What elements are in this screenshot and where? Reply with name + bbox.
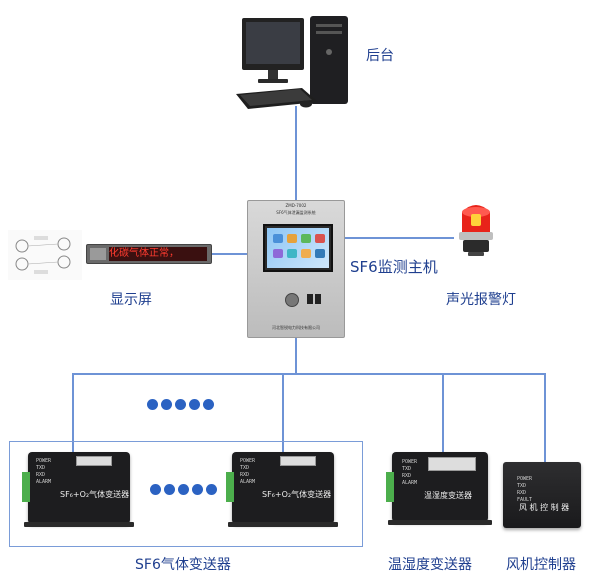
host-label: SF6监测主机 [350,258,438,276]
bus-drop-sf6-1 [72,373,74,453]
indicator-list: POWER TXD RXD FAULT [517,476,533,503]
alarm-light[interactable] [454,198,498,260]
host-bus-link [295,336,297,374]
backend-computer[interactable] [232,12,362,110]
fan-controller[interactable]: POWER TXD RXD FAULT 风 机 控 制 器 [503,462,581,528]
led-display-screen[interactable]: 化碳气体正常， [86,244,212,264]
bus-drop-sf6-2 [282,373,284,453]
bus-drop-fan [544,373,546,463]
sf6-transmitter-label: SF6气体变送器 [135,557,231,573]
led-scroll-text: 化碳气体正常， [109,247,207,261]
indicator-list: POWER TXD RXD ALARM [36,458,52,485]
host-panel-title: SF6气体泄漏监测系统 [276,210,316,215]
sf6-transmitter-1[interactable]: POWER TXD RXD ALARM SF₆+O₂气体变送器 [22,452,134,527]
field-bus [72,373,545,375]
more-devices-indicator-top [147,399,227,411]
device-text: SF₆+O₂气体变送器 [60,490,130,499]
display-wiring-diagram [8,230,82,280]
terminal-block [22,472,30,502]
alarm-label: 声光报警灯 [446,292,516,308]
monitoring-host[interactable]: ZMD-7002 SF6气体泄漏监测系统 河北智锐电力科技有限公司 [247,200,345,338]
device-text: 温湿度变送器 [424,491,472,500]
device-text: SF₆+O₂气体变送器 [262,490,332,499]
host-touchscreen[interactable] [263,224,333,272]
fan-controller-label: 风机控制器 [506,557,576,573]
indicator-list: POWER TXD RXD ALARM [402,459,418,486]
terminal-block [226,472,234,502]
display-host-link [212,253,248,255]
host-footer-text: 河北智锐电力科技有限公司 [272,325,320,330]
more-devices-indicator-group [150,484,220,496]
host-model-text: ZMD-7002 [285,203,307,208]
device-nameplate [428,457,476,471]
computer-icon [236,16,348,109]
indicator-list: POWER TXD RXD ALARM [240,458,256,485]
device-nameplate [280,456,316,466]
mounting-bracket [24,522,134,527]
host-port-1 [307,294,313,304]
device-nameplate [76,456,112,466]
backend-host-link [295,106,297,202]
host-port-2 [315,294,321,304]
alarm-host-link [343,237,454,239]
device-text: 风 机 控 制 器 [519,503,570,512]
mounting-bracket [388,520,492,525]
temp-humidity-label: 温湿度变送器 [388,557,472,573]
host-knob[interactable] [285,293,299,307]
alarm-light-icon [459,205,493,256]
sf6-transmitter-2[interactable]: POWER TXD RXD ALARM SF₆+O₂气体变送器 [226,452,338,527]
temp-humidity-transmitter[interactable]: POWER TXD RXD ALARM 温湿度变送器 [386,452,492,525]
display-label: 显示屏 [110,292,152,308]
bus-drop-temp [442,373,444,453]
backend-label: 后台 [366,48,394,64]
sf6-transmitter-group [9,441,363,547]
wiring-sketch-icon [8,230,82,280]
terminal-block [386,472,394,502]
mounting-bracket [228,522,338,527]
